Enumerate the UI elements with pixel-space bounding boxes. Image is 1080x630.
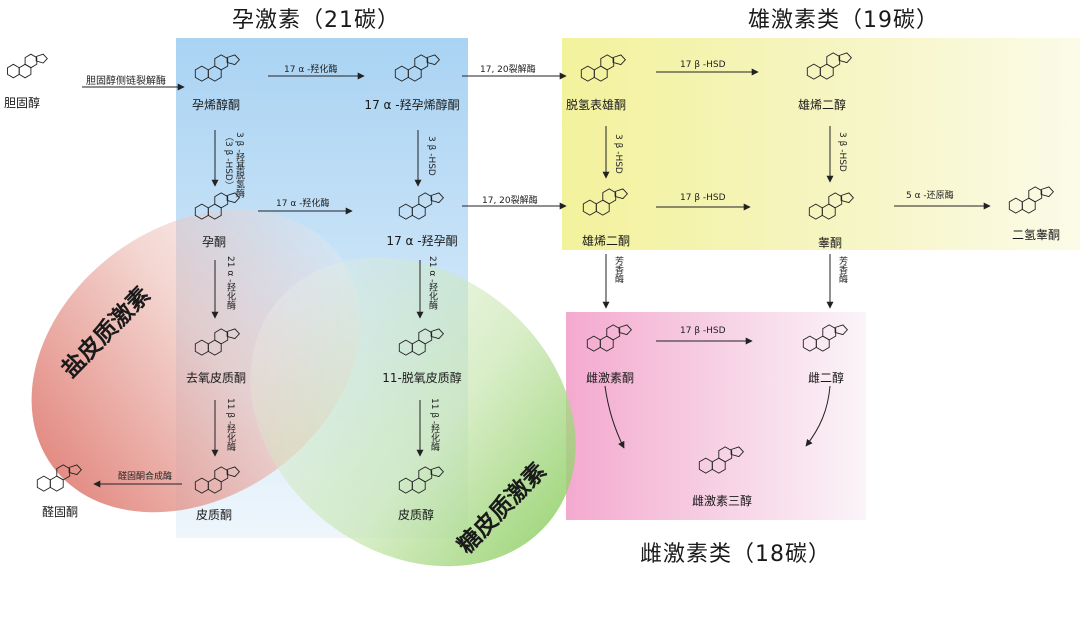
compound-aldosterone: 醛固酮 <box>41 505 79 519</box>
compound-testosterone: 睾酮 <box>817 236 843 250</box>
enzyme-3b-hsd-testo: 3 β -HSD <box>837 132 847 172</box>
enzyme-21a-hydroxylase-left: 21 α -羟化酶 <box>225 256 235 310</box>
compound-deoxycortisol: 11-脱氧皮质醇 <box>382 371 462 385</box>
molecule-17oh-progesterone <box>398 192 445 220</box>
enzyme-17b-hsd-top: 17 β -HSD <box>680 60 726 70</box>
enzyme-5a-reductase: 5 α -还原酶 <box>906 191 954 201</box>
compound-17oh-pregnenolone: 17 α -羟孕烯醇酮 <box>364 98 460 112</box>
androgen-region <box>562 38 1080 250</box>
enzyme-17a-hydroxylase-middle: 17 α -羟化酶 <box>276 199 330 209</box>
enzyme-3b-hsd-andro: 3 β -HSD <box>613 134 623 174</box>
arrow-estradiol-to-estriol <box>805 385 831 447</box>
molecule-androstenediol <box>806 52 853 80</box>
molecule-17oh-deoxycortisol <box>398 328 445 356</box>
androgen-title: 雄激素类（19碳） <box>748 8 939 33</box>
compound-progesterone: 孕酮 <box>201 235 227 249</box>
molecule-estrone <box>586 324 633 352</box>
enzyme-17b-hsd-middle: 17 β -HSD <box>680 193 726 203</box>
compound-androstenediol: 雄烯二醇 <box>797 98 847 112</box>
molecule-deoxycorticosterone <box>194 328 241 356</box>
enzyme-aromatase-right: 芳香酶 <box>837 256 847 283</box>
compound-cholesterol: 胆固醇 <box>3 96 41 110</box>
molecule-corticosterone <box>194 466 241 494</box>
molecule-testosterone <box>808 192 855 220</box>
compound-dht: 二氢睾酮 <box>1011 228 1061 242</box>
molecule-17oh-pregnenolone <box>394 54 441 82</box>
enzyme-11b-hydroxylase-right: 11 β -羟化酶 <box>429 398 439 452</box>
molecule-pregnenolone <box>194 54 241 82</box>
progestogen-title: 孕激素（21碳） <box>232 8 400 33</box>
estrogen-title: 雌激素类（18碳） <box>640 542 831 567</box>
compound-pregnenolone: 孕烯醇酮 <box>191 98 241 112</box>
molecule-estriol <box>698 446 745 474</box>
molecule-androstenedione <box>582 188 629 216</box>
enzyme-21a-hydroxylase-right: 21 α -羟化酶 <box>427 256 437 310</box>
reaction-arrows <box>82 68 991 488</box>
enzyme-17b-hsd-bottom: 17 β -HSD <box>680 326 726 336</box>
molecule-dhea <box>580 54 627 82</box>
enzyme-aromatase-left: 芳香酶 <box>613 256 623 283</box>
molecule-estradiol <box>802 324 849 352</box>
arrow-estrone-to-estriol <box>604 385 625 449</box>
enzyme-side-chain-cleavage: 胆固醇侧链裂解酶 <box>86 76 166 87</box>
compound-dhea: 脱氢表雄酮 <box>565 98 627 112</box>
enzyme-17-20-lyase-middle: 17, 20裂解酶 <box>482 196 538 206</box>
molecule-layer <box>7 52 1055 494</box>
enzyme-aldosterone-synthase: 醛固酮合成酶 <box>118 472 173 482</box>
molecule-cortisol <box>398 466 445 494</box>
enzyme-11b-hydroxylase-left: 11 β -羟化酶 <box>225 398 235 452</box>
compound-estrone: 雌激素酮 <box>585 371 635 385</box>
enzyme-17-20-lyase-top: 17, 20裂解酶 <box>480 65 536 75</box>
compound-estradiol: 雌二醇 <box>807 371 845 385</box>
compound-corticosterone: 皮质酮 <box>195 508 233 522</box>
compound-17oh-progesterone: 17 α -羟孕酮 <box>386 234 458 248</box>
molecule-progesterone <box>194 192 241 220</box>
steroid-synthesis-diagram: 孕激素（21碳） 雄激素类（19碳） 雌激素类（18碳） 盐皮质激素 糖皮质激素… <box>0 8 1080 630</box>
compound-cortisol: 皮质醇 <box>397 508 435 522</box>
enzyme-3b-hsd-preg: 3 β -HSD <box>426 136 436 176</box>
compound-estriol: 雌激素三醇 <box>691 494 753 508</box>
enzyme-17a-hydroxylase-top: 17 α -羟化酶 <box>284 65 338 75</box>
enzyme-3b-hsd-full: 3 β -羟基脱氢酶（3 β -HSD） <box>223 132 244 198</box>
compound-androstenedione: 雄烯二酮 <box>581 234 631 248</box>
molecule-cholesterol <box>7 53 48 79</box>
compound-deoxycorticosterone: 去氧皮质酮 <box>185 371 247 385</box>
molecule-aldosterone <box>36 464 83 492</box>
molecule-dht <box>1008 186 1055 214</box>
